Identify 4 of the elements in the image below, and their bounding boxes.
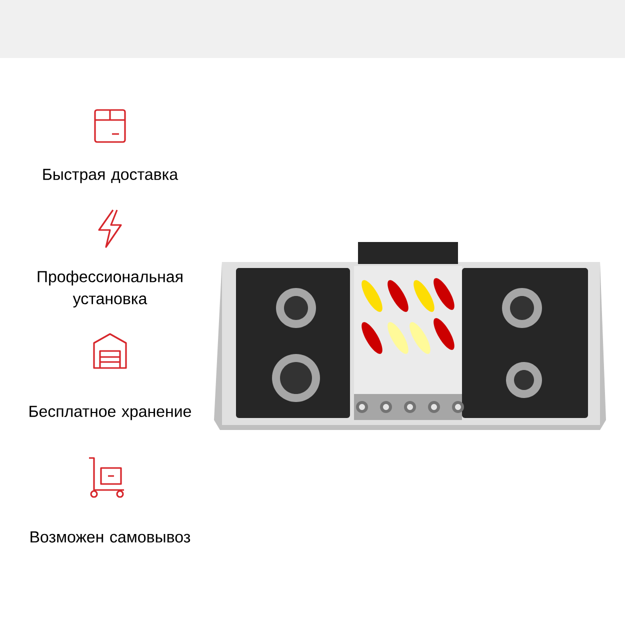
feature-label: Бесплатное хранение: [30, 406, 191, 420]
feature-label: Быстрая доставка: [43, 168, 178, 184]
feature-label: Профессиональная установка: [38, 270, 182, 308]
feature-label: Возможен самовывоз: [30, 531, 190, 543]
